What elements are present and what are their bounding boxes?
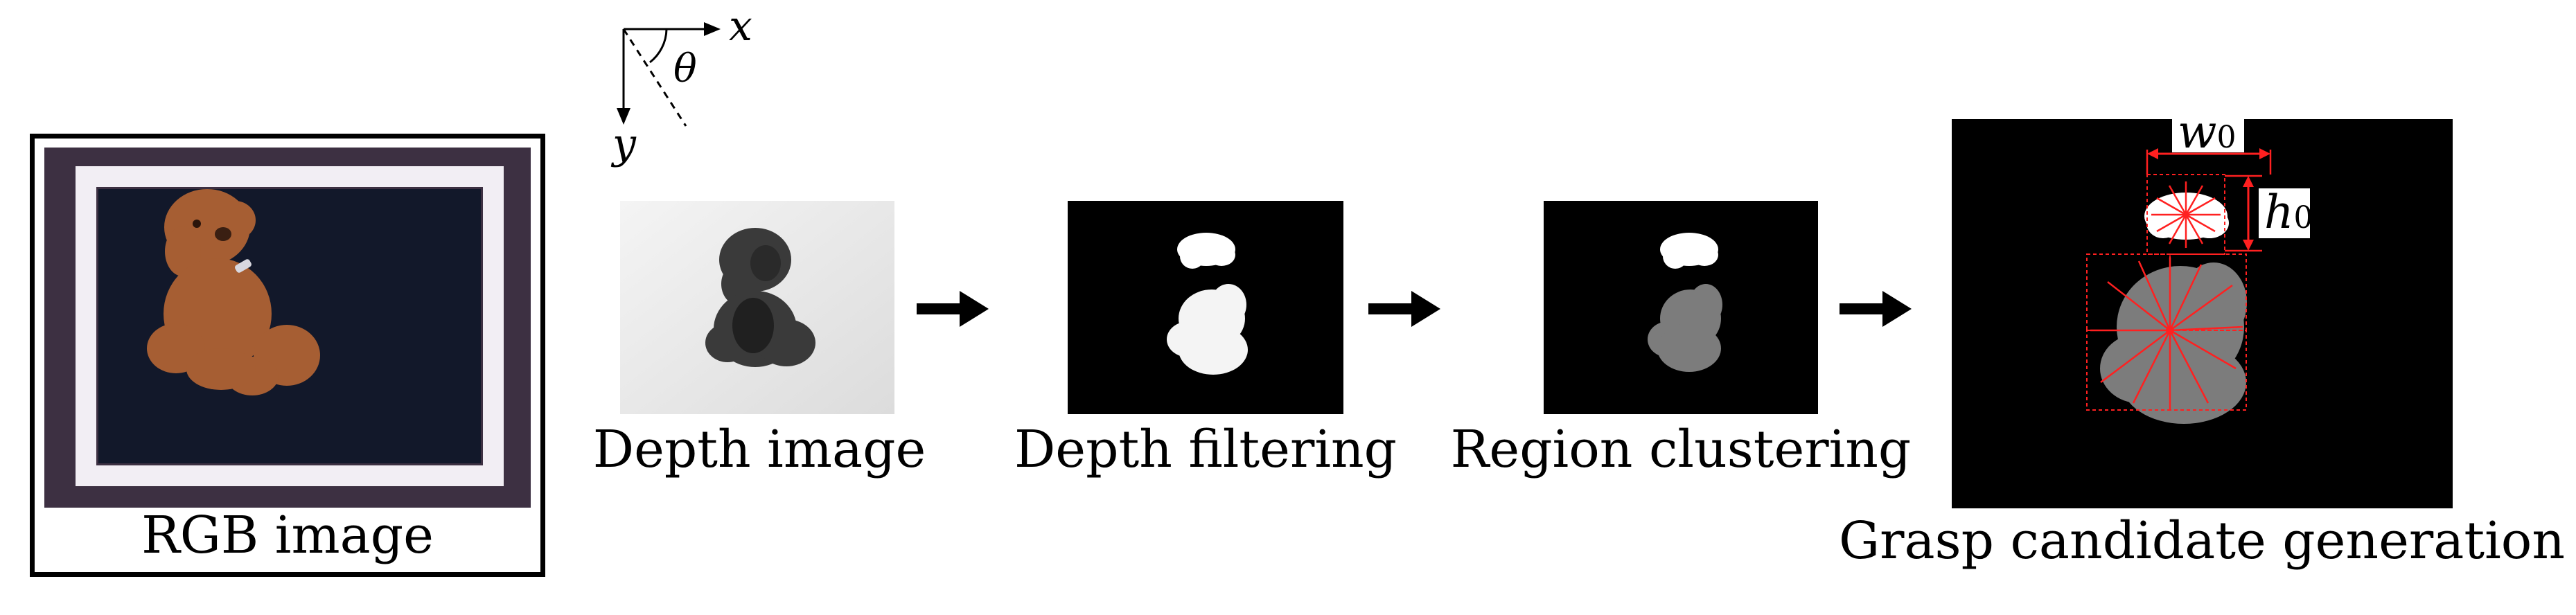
cluster-bottom xyxy=(1648,284,1722,372)
rgb-image-frame xyxy=(30,134,545,577)
arrow-icon xyxy=(917,291,989,327)
depth-image-caption: Depth image xyxy=(592,420,926,479)
grasp-candidate-caption: Grasp candidate generation xyxy=(1839,511,2565,571)
radial-lines-top xyxy=(2151,181,2221,248)
axis-indicator xyxy=(617,22,721,127)
cluster-top xyxy=(1660,233,1718,269)
depth-filtering-caption: Depth filtering xyxy=(1014,420,1397,479)
arrow-icon xyxy=(1840,291,1912,327)
rgb-image-caption: RGB image xyxy=(141,506,434,565)
depth-image xyxy=(620,201,894,414)
grasp-candidate-image xyxy=(1952,119,2453,508)
grasp-height-label: h0 xyxy=(2264,186,2313,239)
grasp-object-bottom xyxy=(2100,262,2247,424)
axis-x-label: x xyxy=(729,2,752,51)
filtered-object-top xyxy=(1177,233,1235,269)
depth-filtering-image xyxy=(1068,201,1343,414)
axis-angle-label: θ xyxy=(673,46,697,91)
radial-lines-bottom xyxy=(2090,258,2243,410)
region-clustering-image xyxy=(1544,201,1818,414)
rgb-image xyxy=(44,148,531,508)
filtered-object-bottom xyxy=(1167,284,1248,375)
region-clustering-caption: Region clustering xyxy=(1450,420,1912,479)
arrow-icon xyxy=(1368,291,1440,327)
grasp-width-label: w0 xyxy=(2178,105,2237,159)
axis-y-label: y xyxy=(612,120,636,168)
teddy-bear xyxy=(147,189,320,395)
